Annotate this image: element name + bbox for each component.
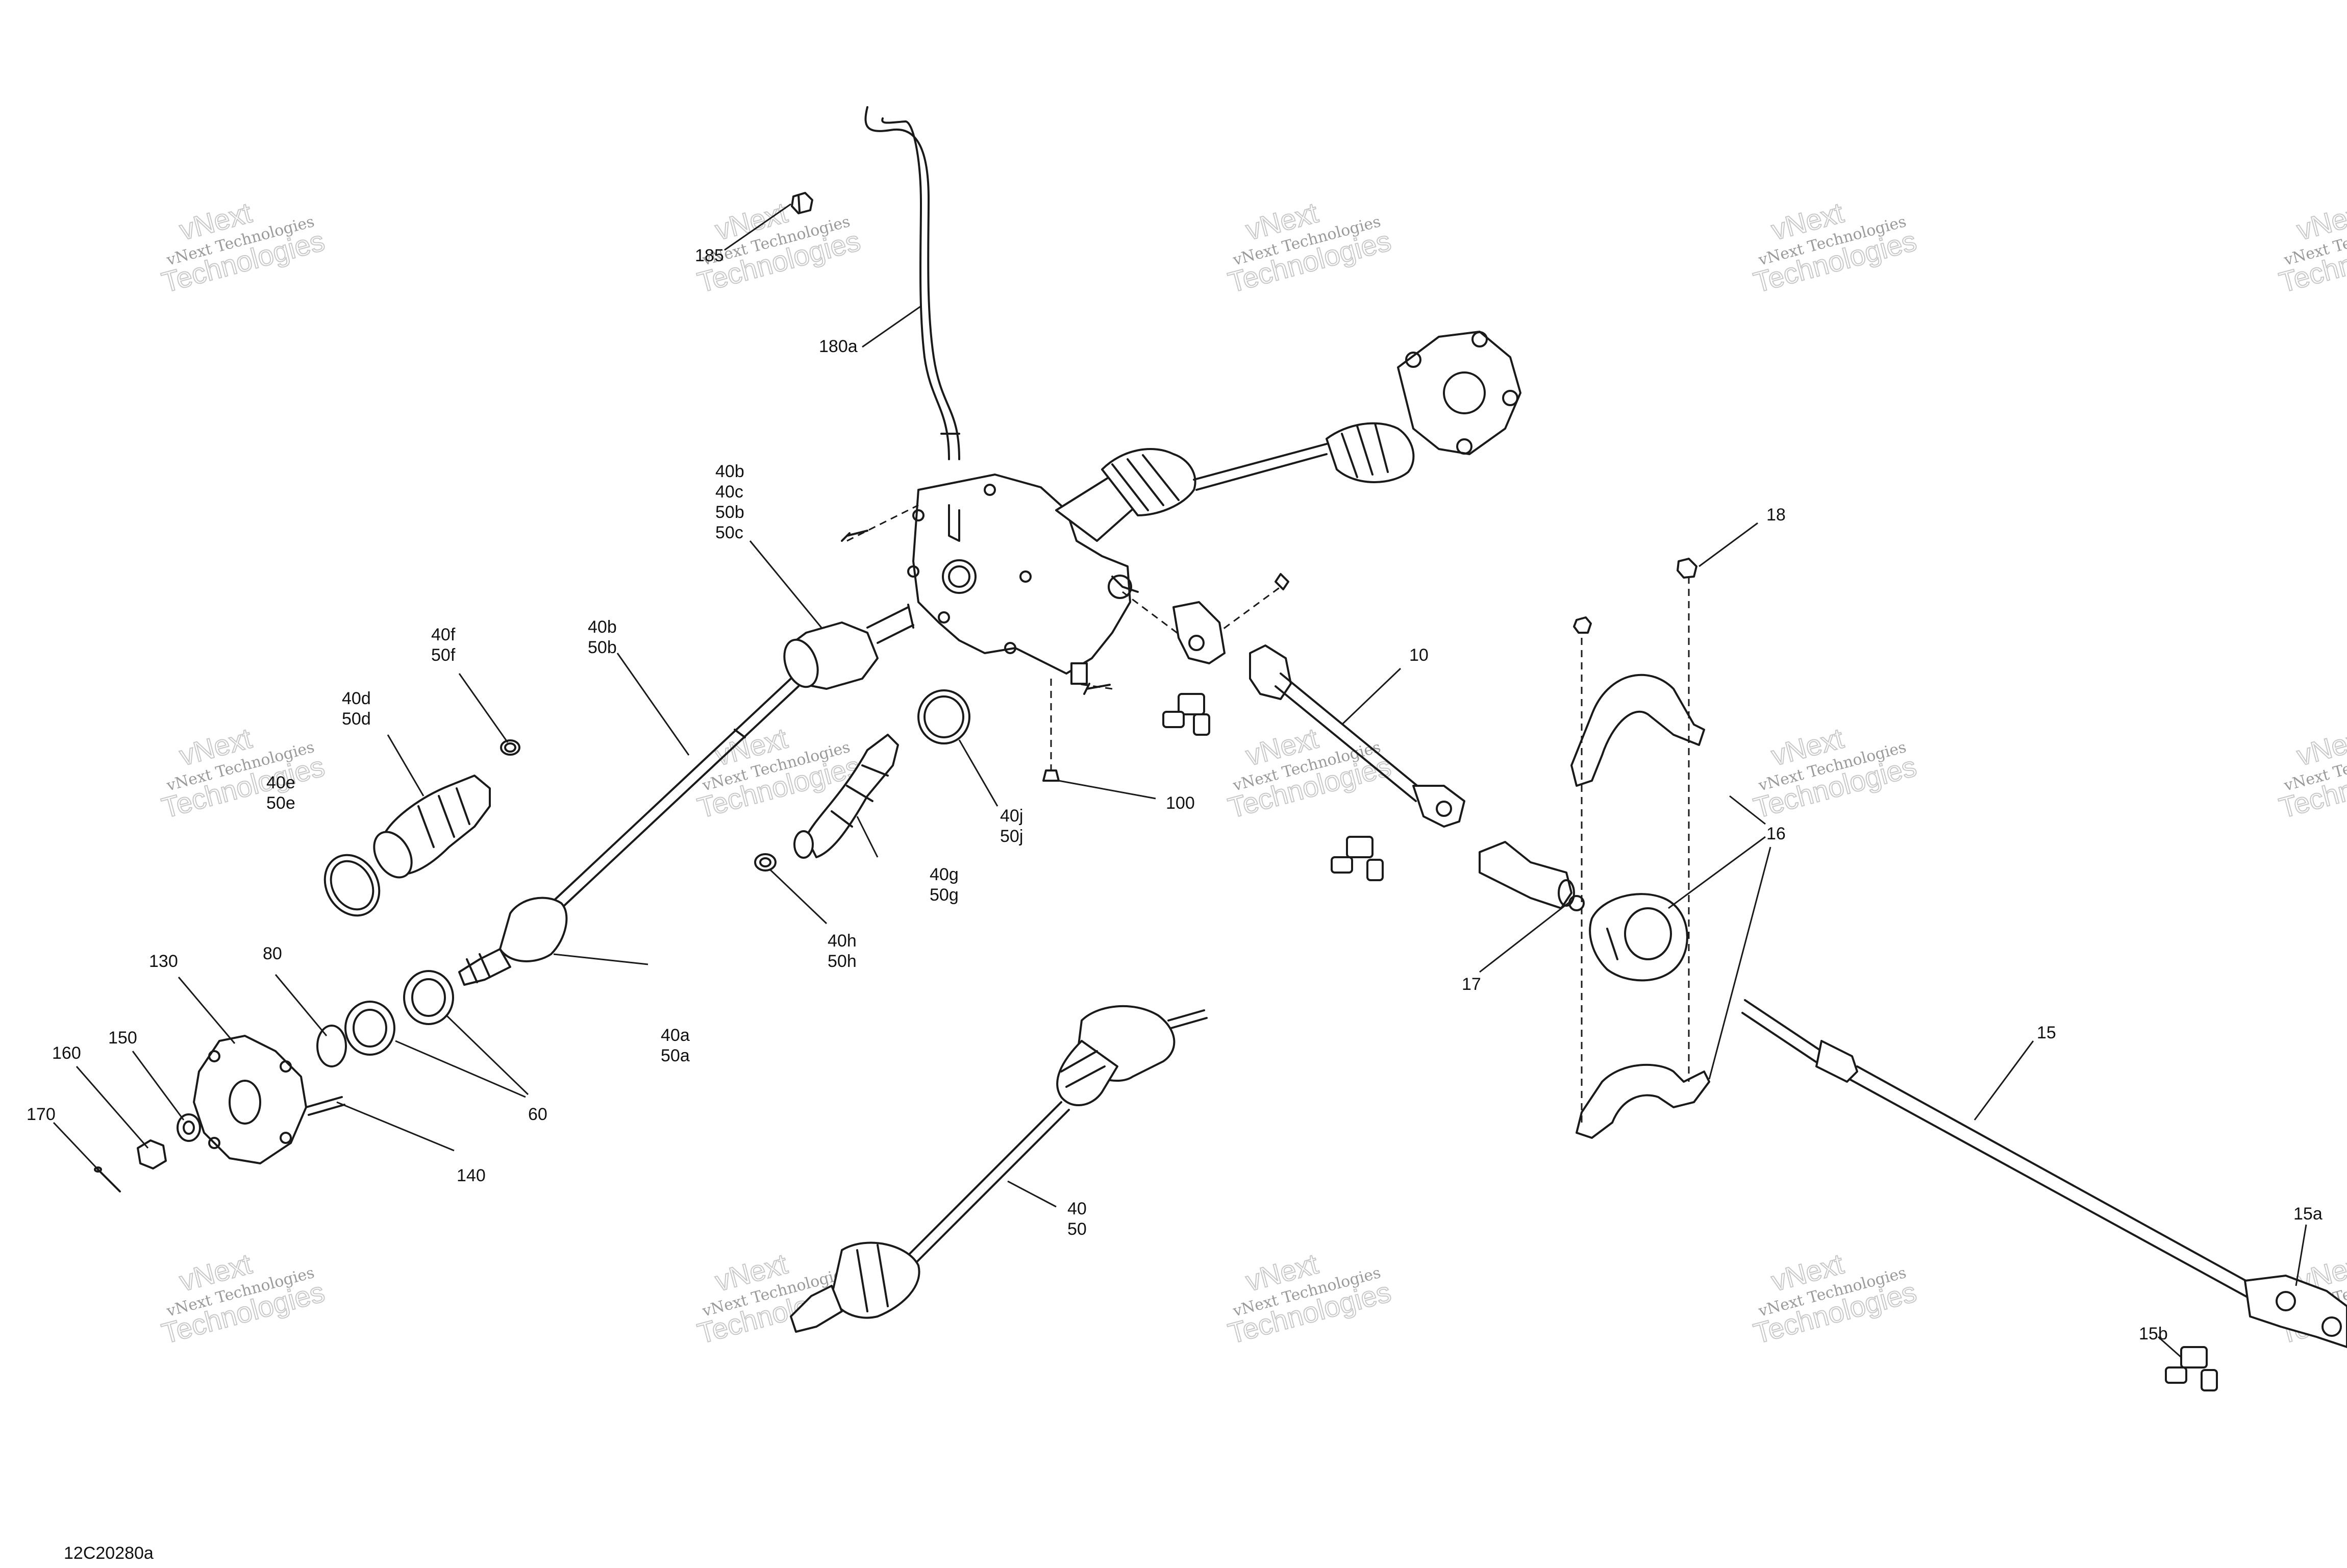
callouts: 185 180a 40b 40c 50b 50c 40b 50b 40f 50f…	[27, 246, 2323, 1343]
callout-40f: 40f	[431, 625, 456, 644]
callout-18: 18	[1766, 505, 1786, 525]
part-complete-axle-40	[790, 1005, 1208, 1333]
leader-lines	[53, 203, 2307, 1358]
part-inner-cv-joint-40b	[783, 604, 914, 690]
part-wheel-hub-130	[193, 1035, 307, 1164]
callout-40b-line1: 40b	[715, 462, 744, 481]
callout-15b: 15b	[2139, 1324, 2168, 1343]
callout-16: 16	[1766, 824, 1786, 843]
watermark: vNext vNext Technologies Technologies	[2275, 196, 2347, 299]
part-bolt-140	[305, 1096, 345, 1116]
callout-50: 50	[1067, 1219, 1087, 1239]
diagram-code: 12C20280a	[64, 1544, 154, 1563]
watermark: vNext vNext Technologies Technologies	[1750, 721, 1920, 825]
callout-180a: 180a	[819, 337, 858, 356]
part-clamp-40f	[500, 739, 520, 756]
watermark-grid: vNext vNext Technologies Technologies vN…	[158, 196, 2347, 1350]
part-bolts	[841, 530, 1289, 782]
callout-80: 80	[263, 944, 282, 963]
callout-60: 60	[528, 1105, 547, 1124]
watermark: vNext vNext Technologies Technologies	[1750, 1247, 1920, 1350]
part-cross-spider-2	[1331, 836, 1384, 881]
watermark: vNext vNext Technologies Technologies	[158, 196, 328, 299]
callout-40g: 40g	[930, 865, 959, 884]
assembly-line	[1076, 683, 1113, 690]
callout-50d: 50d	[342, 709, 371, 729]
callout-40b-shaft: 40b	[588, 617, 617, 637]
assembly-line	[846, 504, 919, 542]
callout-50e: 50e	[266, 793, 295, 813]
watermark: vNext vNext Technologies Technologies	[1224, 1247, 1394, 1350]
part-retaining-ring-80	[316, 1025, 347, 1067]
callout-50h: 50h	[828, 952, 857, 971]
callout-40a: 40a	[661, 1026, 690, 1045]
callout-130: 130	[149, 952, 178, 971]
part-boot-40d	[373, 775, 491, 879]
part-cotter-pin-170	[94, 1166, 121, 1192]
callout-10: 10	[1409, 645, 1429, 665]
callout-140: 140	[457, 1166, 486, 1185]
callout-185: 185	[695, 246, 724, 265]
part-cross-spider-15b	[2165, 1346, 2218, 1391]
callout-50g: 50g	[930, 885, 959, 905]
watermark: vNext vNext Technologies Technologies	[1224, 721, 1394, 825]
watermark: vNext vNext Technologies Technologies	[1750, 196, 1920, 299]
callout-40j: 40j	[1000, 806, 1023, 826]
part-boot-40g	[793, 734, 899, 859]
watermark: vNext vNext Technologies Technologies	[158, 1247, 328, 1350]
callout-50b-shaft: 50b	[588, 638, 617, 657]
callout-50f: 50f	[431, 645, 456, 665]
callout-50c: 50c	[715, 523, 743, 542]
callout-50j: 50j	[1000, 827, 1023, 846]
part-outer-cv-joint-40a	[458, 897, 568, 986]
callout-50a: 50a	[661, 1046, 690, 1065]
part-washer-150	[177, 1113, 201, 1142]
callout-170: 170	[27, 1105, 56, 1124]
callout-100: 100	[1166, 793, 1195, 813]
part-nut-185	[791, 192, 813, 214]
part-clamp-40j	[917, 689, 970, 744]
part-yoke	[1172, 601, 1226, 664]
callout-50b: 50b	[715, 503, 744, 522]
callout-40d: 40d	[342, 689, 371, 708]
callout-40c: 40c	[715, 482, 743, 502]
watermark: vNext vNext Technologies Technologies	[1224, 196, 1394, 299]
assembly-line	[1122, 591, 1184, 639]
part-yoke-17	[1479, 841, 1585, 911]
callout-150: 150	[108, 1028, 137, 1048]
part-vent-hose-180a	[864, 106, 960, 460]
part-bearing-bracket-16	[1570, 674, 1710, 1139]
part-bearing-60	[344, 970, 454, 1056]
callout-40: 40	[1067, 1199, 1087, 1218]
watermark: vNext vNext Technologies Technologies	[693, 196, 864, 299]
part-upper-cv-axle	[1055, 331, 1521, 542]
watermark: vNext vNext Technologies Technologies	[158, 721, 328, 825]
part-nut-160	[137, 1139, 167, 1169]
callout-15: 15	[2037, 1023, 2056, 1042]
callout-160: 160	[52, 1043, 81, 1063]
watermark: vNext vNext Technologies Technologies	[2275, 721, 2347, 825]
part-cross-spider-1	[1162, 693, 1210, 736]
callout-17: 17	[1462, 975, 1481, 994]
part-bolts-18	[1573, 558, 1697, 634]
callout-15a: 15a	[2293, 1204, 2323, 1224]
part-clamp-40h	[754, 853, 777, 872]
callout-40h: 40h	[828, 931, 857, 951]
part-propeller-shaft-15	[1741, 999, 2347, 1348]
part-propeller-shaft-10	[1249, 644, 1465, 828]
part-clamp-40e	[323, 854, 381, 917]
callout-40e: 40e	[266, 773, 295, 792]
part-axle-shaft-40b	[550, 678, 800, 912]
